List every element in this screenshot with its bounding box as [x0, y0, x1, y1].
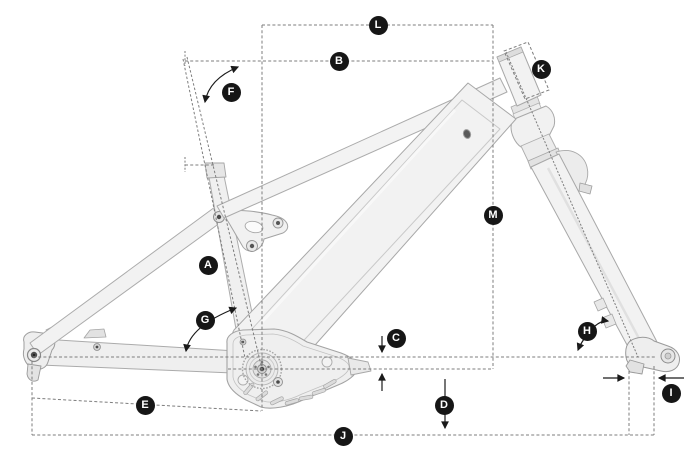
rear-axle-dot	[32, 353, 36, 357]
geometry-label-J: J	[333, 426, 353, 446]
geometry-label-F: F	[221, 82, 241, 102]
arrow-arc-F	[202, 65, 240, 104]
derailleur-hanger-tab	[26, 363, 42, 382]
fork-leg-highlight	[546, 167, 645, 347]
down-tube-highlight	[260, 108, 457, 324]
seatstay-pivot-bolt-center	[216, 214, 222, 220]
brake-mount-boss-upper	[593, 297, 608, 312]
arrow-H-down	[576, 338, 585, 352]
rocker-slot-hole	[244, 220, 264, 234]
geometry-label-M: M	[483, 205, 503, 225]
motor-cover-inner-line	[232, 333, 350, 403]
rocker-bolt-lower-center	[249, 243, 255, 249]
chainstay-cable-fin	[83, 328, 107, 339]
geometry-label-E: E	[135, 395, 155, 415]
motor-bolt-left	[237, 374, 249, 386]
idler-pulley-center	[276, 380, 280, 384]
front-axle-cap-inner	[664, 352, 672, 360]
geometry-label-G: G	[195, 310, 215, 330]
bike-frame	[22, 46, 680, 409]
fork-arch-tab	[578, 182, 593, 195]
geometry-label-A: A	[198, 255, 218, 275]
chainstay	[39, 338, 237, 374]
front-fork	[510, 95, 680, 375]
seat-tube-collar	[204, 162, 227, 179]
gusset-bolt-hole	[462, 129, 472, 139]
measure-box-head-tube-K	[503, 41, 550, 100]
top-tube	[216, 77, 508, 219]
measure-line-steering-axis	[505, 51, 639, 358]
rocker-bolt-right-center	[276, 221, 280, 225]
geometry-label-L: L	[368, 15, 388, 35]
measure-line-seat-angle-effective	[186, 56, 263, 370]
geometry-label-K: K	[531, 59, 551, 79]
geometry-label-B: B	[329, 51, 349, 71]
head-tube-top-face	[496, 46, 524, 63]
axle-quick-release-tab	[625, 359, 645, 375]
geometry-label-H: H	[577, 321, 597, 341]
arrow-H-to-axis	[594, 316, 610, 327]
geometry-label-D: D	[434, 395, 454, 415]
geometry-label-I: I	[661, 383, 681, 403]
geometry-label-C: C	[386, 328, 406, 348]
chainstay-yoke-tip	[347, 357, 372, 376]
motor-bolt-upper-left-center	[241, 340, 245, 344]
chainstay-pivot-bolt-center	[95, 345, 99, 349]
motor-hole-right	[321, 356, 333, 368]
